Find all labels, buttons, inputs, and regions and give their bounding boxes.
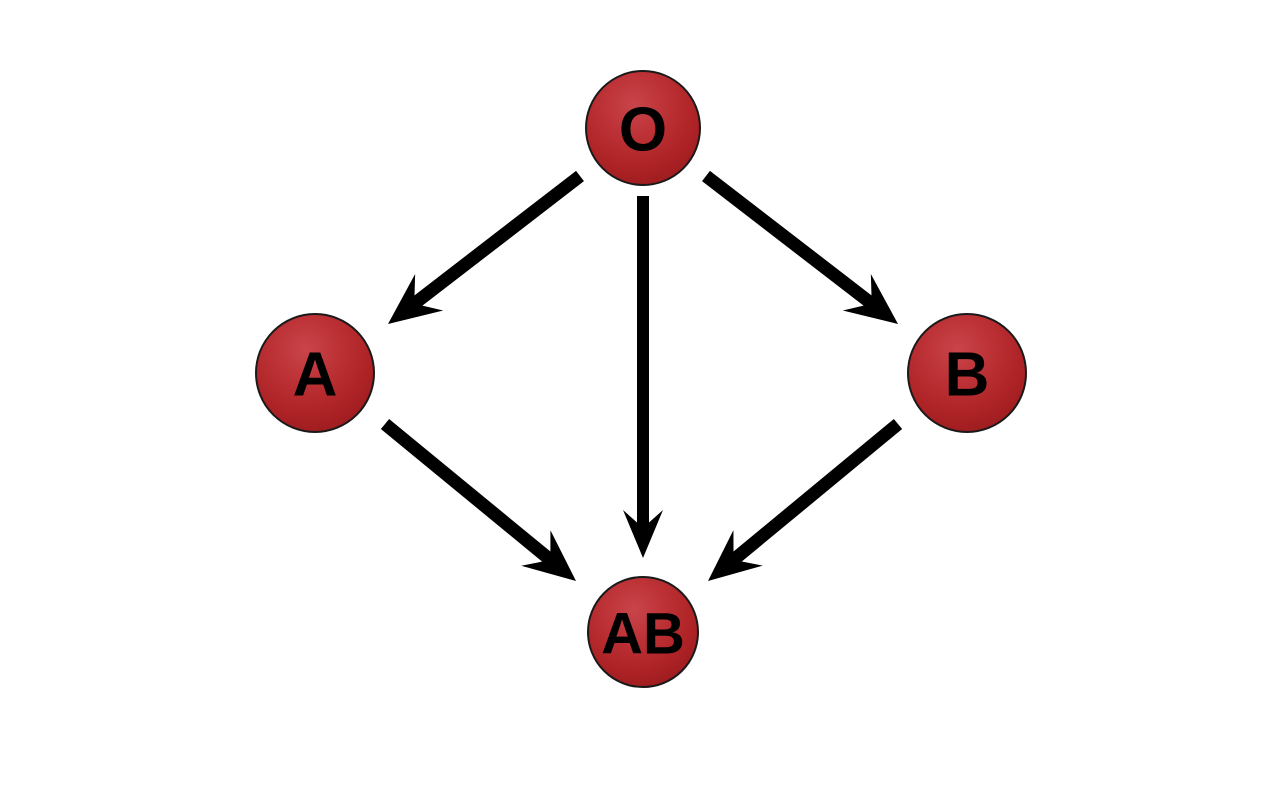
node-b[interactable]: B — [907, 313, 1027, 433]
node-circle-b — [907, 313, 1027, 433]
edge-arrow-o-to-ab — [623, 196, 663, 558]
node-circle-ab — [587, 576, 699, 688]
node-a[interactable]: A — [255, 313, 375, 433]
edge-arrow-o-to-a — [388, 170, 584, 324]
node-o[interactable]: O — [585, 70, 701, 186]
node-circle-a — [255, 313, 375, 433]
node-ab[interactable]: AB — [587, 576, 699, 688]
edge-arrow-a-to-ab — [380, 418, 576, 581]
edges-layer — [380, 170, 903, 581]
edge-arrow-b-to-ab — [708, 418, 903, 581]
node-circle-o — [585, 70, 701, 186]
edge-arrow-o-to-b — [702, 170, 898, 324]
